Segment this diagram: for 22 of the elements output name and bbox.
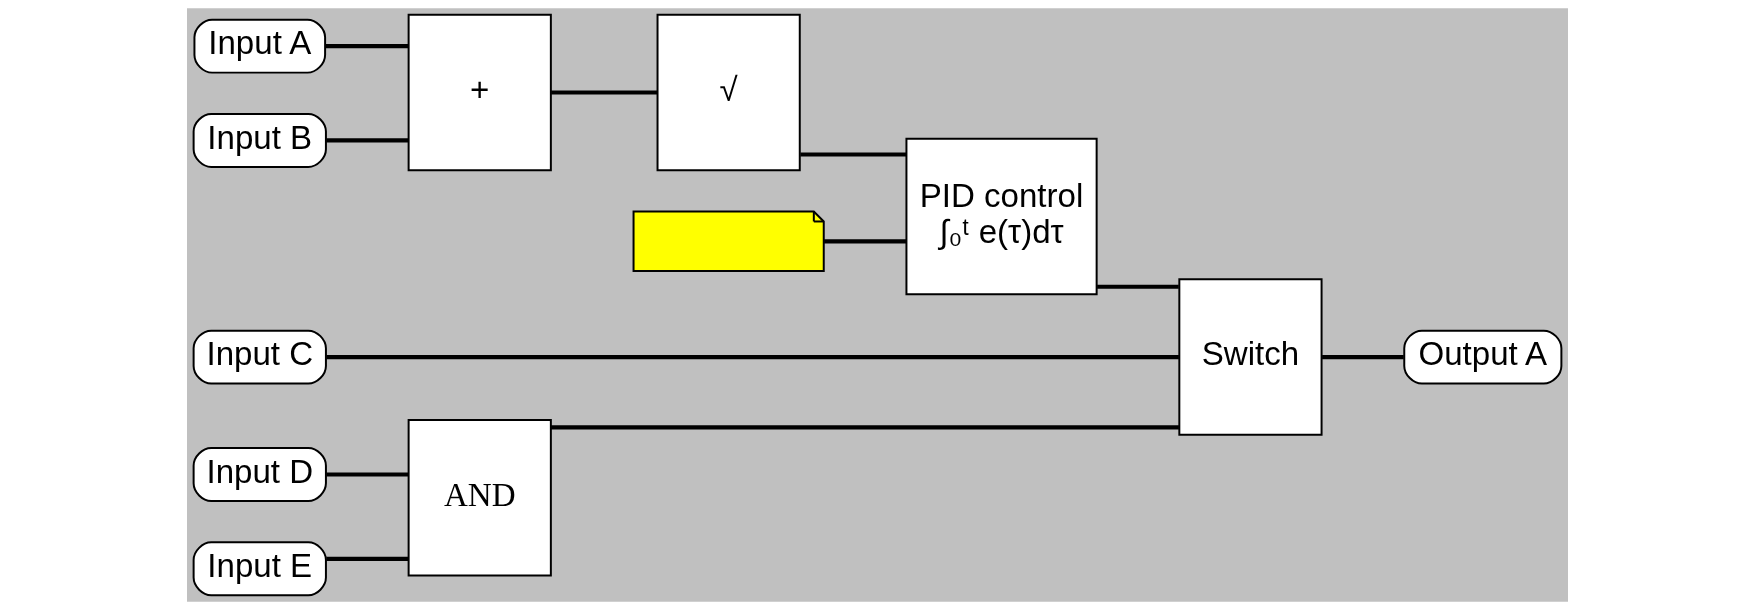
node-box: AND	[407, 418, 552, 577]
connector	[1096, 284, 1179, 289]
connector	[324, 44, 408, 49]
node-box: Switch	[1177, 278, 1323, 436]
node-box: +	[407, 13, 552, 172]
connector	[550, 90, 657, 95]
connector	[325, 556, 408, 561]
node-box: PID control ∫₀ᵗ e(τ)dτ	[904, 137, 1098, 296]
node-box: Input C	[192, 329, 327, 385]
connector	[1321, 355, 1404, 360]
node-box: √	[656, 13, 801, 172]
connector	[550, 425, 1179, 430]
node-box: Input E	[192, 541, 327, 597]
connector	[799, 152, 906, 157]
node-box: Input D	[192, 447, 327, 502]
node-box: Input A	[192, 18, 326, 74]
connector	[325, 472, 408, 477]
connector	[325, 355, 1179, 360]
node-box: Input B	[192, 113, 327, 168]
connector	[325, 138, 408, 143]
connector	[823, 239, 906, 244]
node-box: Output A	[1402, 329, 1562, 385]
